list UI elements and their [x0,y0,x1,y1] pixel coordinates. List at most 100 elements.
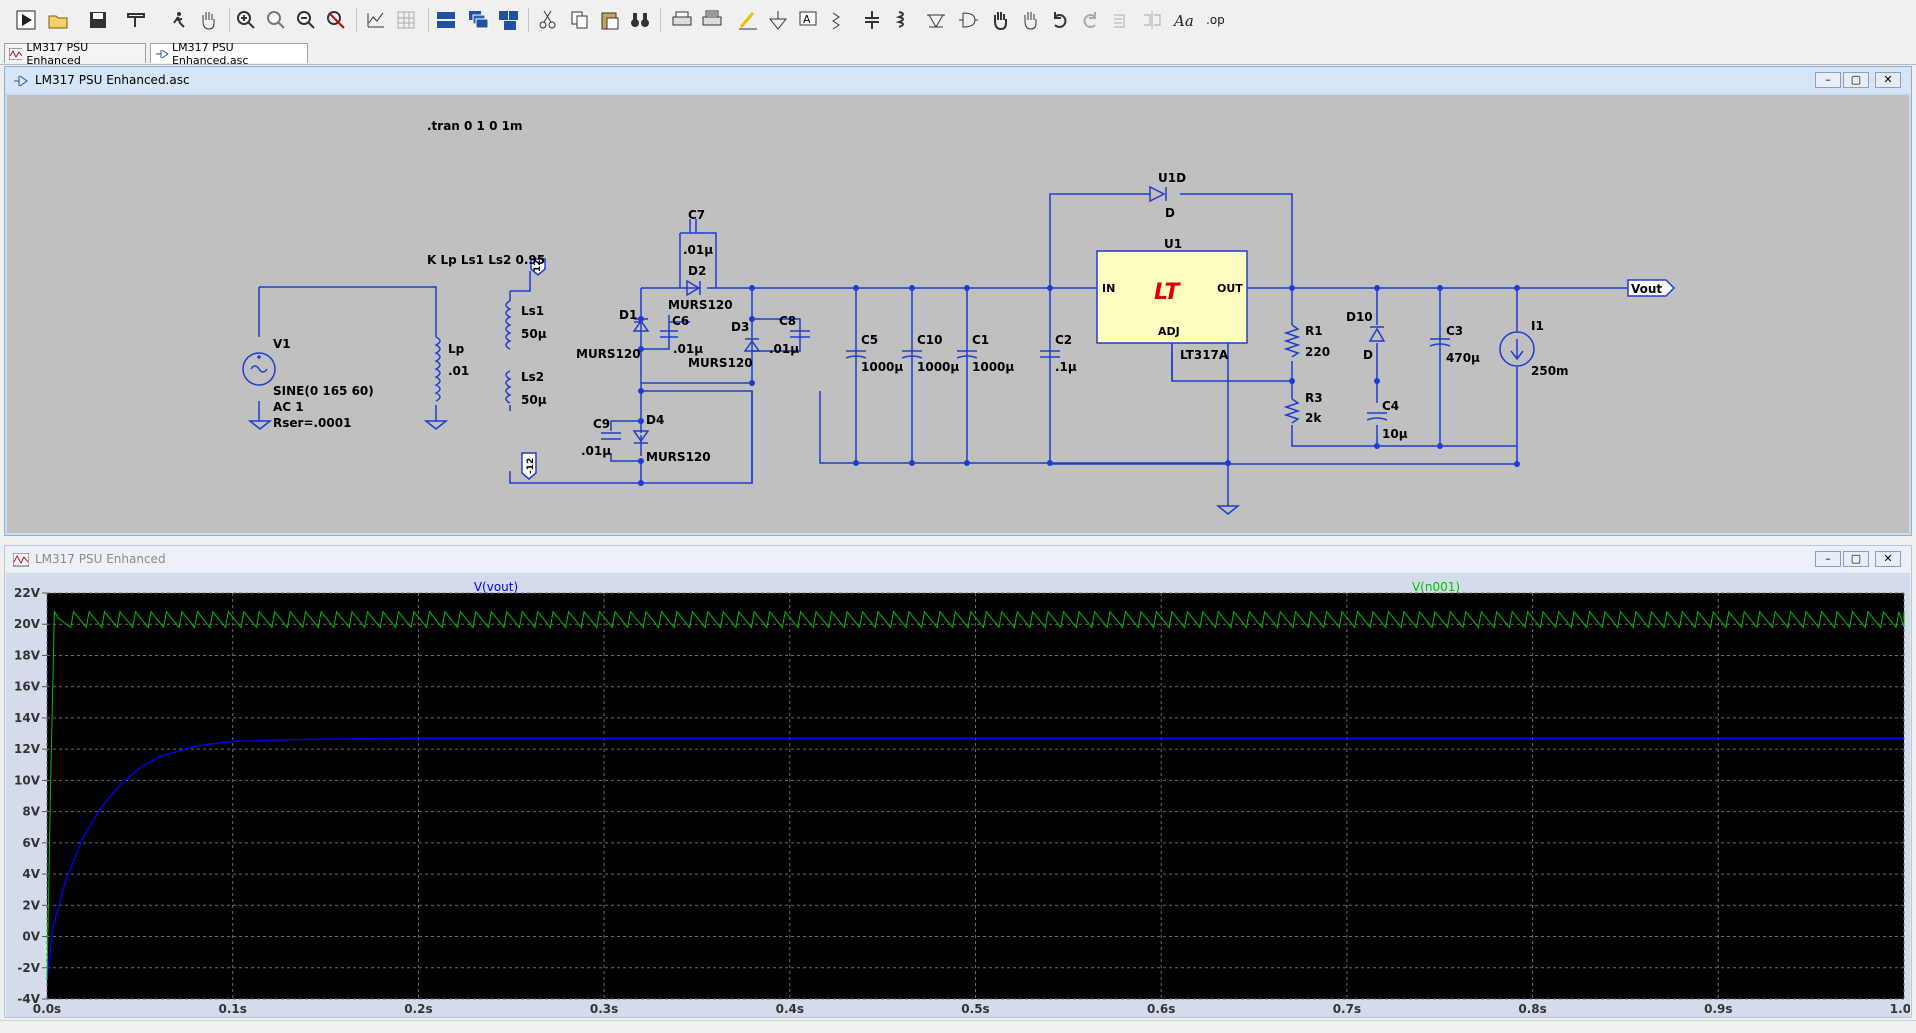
diode-d4[interactable] [632,430,650,444]
cascade-icon[interactable] [464,6,492,34]
current-source-i1[interactable] [1499,331,1535,367]
zoom-in-icon[interactable] [232,6,260,34]
close-button[interactable]: ✕ [1875,551,1901,567]
zoom-out-icon[interactable] [292,6,320,34]
pan-hand-icon[interactable] [194,6,222,34]
d4-value: MURS120 [646,450,711,464]
waveform-window-titlebar[interactable]: LM317 PSU Enhanced – ▢ ✕ [5,546,1911,572]
label-net-icon[interactable]: A [794,6,822,34]
diode-icon[interactable] [922,6,950,34]
component-icon[interactable] [954,6,982,34]
x-tick-label: 0.1s [218,1002,246,1016]
ground-icon[interactable] [764,6,792,34]
v1-value: SINE(0 165 60) [273,384,374,398]
capacitor-c6[interactable] [660,330,678,338]
inductor-lp[interactable] [434,336,441,402]
cut-icon[interactable] [534,6,562,34]
schematic-window: LM317 PSU Enhanced.asc – ▢ ✕ [4,66,1912,536]
copy-icon[interactable] [566,6,594,34]
minimize-button[interactable]: – [1815,551,1841,567]
capacitor-c5[interactable] [845,350,867,359]
zoom-fit-icon[interactable] [322,6,350,34]
autorange-icon[interactable] [362,6,390,34]
capacitor-c9[interactable] [601,432,621,440]
window-title: LM317 PSU Enhanced.asc [35,73,190,87]
move-hand-icon[interactable] [986,6,1014,34]
spice-directive-icon[interactable]: .op [1202,6,1230,34]
schematic-window-titlebar[interactable]: LM317 PSU Enhanced.asc – ▢ ✕ [5,67,1911,93]
tile-vertical-icon[interactable] [494,6,522,34]
open-folder-icon[interactable] [44,6,72,34]
diode-d3[interactable] [743,338,761,352]
paste-icon[interactable] [596,6,624,34]
tile-horizontal-icon[interactable] [432,6,460,34]
net-label-vout[interactable] [1627,279,1676,297]
resistor-icon[interactable] [826,6,854,34]
rotate-icon[interactable] [1108,6,1136,34]
capacitor-icon[interactable] [858,6,886,34]
directive-tran[interactable]: .tran 0 1 0 1m [427,119,522,133]
mirror-icon[interactable] [1138,6,1166,34]
inductor-ls1[interactable] [505,300,512,350]
close-button[interactable]: ✕ [1875,72,1901,88]
restore-button[interactable]: ▢ [1843,551,1869,567]
tab-schematic[interactable]: LM317 PSU Enhanced.asc [150,41,308,67]
y-tick-label: 8V [22,805,40,819]
trace-vout-line [46,737,1904,981]
undo-icon[interactable] [1046,6,1074,34]
wire [679,232,717,288]
inductor-icon[interactable] [888,6,916,34]
text-icon[interactable]: Aa [1170,6,1198,34]
draw-wire-icon[interactable] [734,6,762,34]
grid-icon[interactable] [392,6,420,34]
net-label-m12[interactable] [521,452,537,480]
run-sim-icon[interactable] [164,6,192,34]
u1-pin-adj: ADJ [1158,325,1180,338]
print-setup-icon[interactable] [698,6,726,34]
capacitor-c8[interactable] [790,330,810,338]
control-panel-icon[interactable] [122,6,150,34]
net-label-p12[interactable] [530,258,546,276]
capacitor-c1[interactable] [956,350,978,359]
diode-d10[interactable] [1368,326,1386,342]
capacitor-c4[interactable] [1366,412,1388,421]
c5-name: C5 [861,333,878,347]
schematic-icon [14,75,28,87]
minimize-button[interactable]: – [1815,72,1841,88]
c9-value: .01µ [581,444,611,458]
plus-mark [257,355,261,359]
run-icon[interactable] [12,6,40,34]
capacitor-c3[interactable] [1429,338,1451,347]
find-binoculars-icon[interactable] [626,6,654,34]
diode-u1d[interactable] [1149,185,1167,203]
inductor-ls2[interactable] [505,370,512,404]
capacitor-c7[interactable] [689,219,697,233]
toolbar-separator [356,8,357,32]
x-tick-label: 0.4s [776,1002,804,1016]
drag-hand-icon[interactable] [1016,6,1044,34]
ls2-name: Ls2 [521,370,544,384]
trace-label-n001[interactable]: V(n001) [1412,580,1460,594]
redo-icon[interactable] [1076,6,1104,34]
restore-button[interactable]: ▢ [1843,72,1869,88]
directive-k[interactable]: K Lp Ls1 Ls2 0.95 [427,253,545,267]
voltage-source-v1[interactable] [242,352,276,386]
y-tick-label: 20V [14,617,41,631]
diode-d2[interactable] [686,279,701,297]
save-icon[interactable] [84,6,112,34]
waveform-plot[interactable]: 22V20V18V16V14V12V10V8V6V4V2V0V-2V-4V0.0… [6,573,1910,1017]
print-icon[interactable] [668,6,696,34]
zoom-icon[interactable] [262,6,290,34]
trace-label-vout[interactable]: V(vout) [474,580,518,594]
resistor-r3[interactable] [1283,398,1301,424]
resistor-r1[interactable] [1283,324,1301,358]
capacitor-c10[interactable] [901,350,923,359]
capacitor-c2[interactable] [1040,350,1060,358]
u1-name: U1 [1164,237,1182,251]
regulator-u1[interactable] [1096,250,1248,344]
schematic-canvas[interactable]: .tran 0 1 0 1m K Lp Ls1 Ls2 0.95 V1 SINE… [7,95,1909,533]
tab-waveform[interactable]: LM317 PSU Enhanced [4,41,146,67]
c4-value: 10µ [1382,427,1408,441]
arrow-down-icon [1510,339,1524,361]
